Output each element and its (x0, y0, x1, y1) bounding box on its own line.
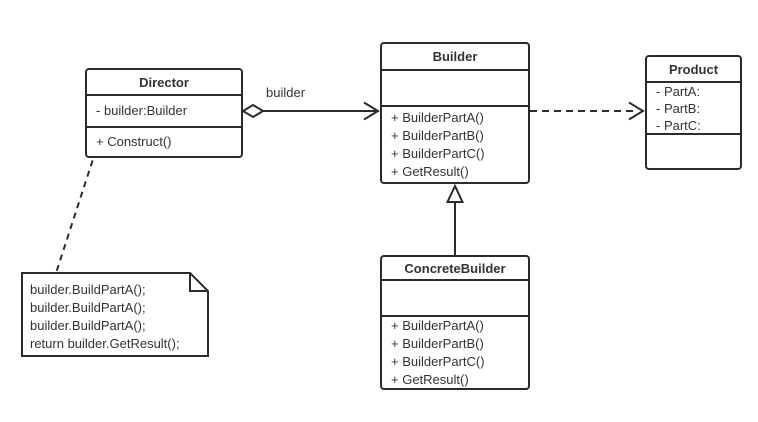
note-outline (21, 272, 209, 357)
class-methods: + BuilderPartA() + BuilderPartB() + Buil… (382, 315, 528, 388)
edge-note-director-anchor (55, 149, 97, 274)
class-member: + Construct() (96, 134, 172, 149)
class-title: Director (139, 74, 189, 90)
note-line: builder.BuildPartA(); (30, 318, 146, 333)
class-member: - PartC: (656, 117, 701, 133)
class-member: - PartA: (656, 83, 701, 99)
open-arrowhead-icon (363, 101, 380, 121)
note-text: builder.BuildPartA(); builder.BuildPartA… (30, 281, 180, 353)
note-folded-corner-icon (189, 273, 208, 292)
class-member: + GetResult() (391, 371, 469, 387)
class-member: + BuilderPartB() (391, 127, 484, 143)
class-attributes (382, 279, 528, 315)
note-line: builder.BuildPartA(); (30, 300, 146, 315)
edge-director-builder-aggregation (241, 101, 380, 121)
edge-concretebuilder-builder-generalization (445, 183, 465, 255)
hollow-triangle-arrowhead-icon (445, 183, 465, 203)
note-shape (21, 272, 209, 357)
class-attributes (382, 69, 528, 105)
class-member: + BuilderPartA() (391, 109, 484, 125)
edge-builder-product-dependency (530, 101, 645, 121)
class-member: + BuilderPartB() (391, 335, 484, 351)
class-member: + GetResult() (391, 163, 469, 179)
note-line: builder.BuildPartA(); (30, 282, 146, 297)
class-member: + BuilderPartC() (391, 145, 485, 161)
class-title: Builder (432, 49, 478, 64)
class-member: - builder:Builder (96, 103, 188, 118)
class-concrete-builder: ConcreteBuilder + BuilderPartA() + Build… (380, 255, 530, 390)
class-member: + BuilderPartA() (391, 317, 484, 333)
open-arrowhead-icon (628, 101, 645, 121)
aggregation-diamond-icon (241, 103, 265, 119)
class-methods: + Construct() (87, 126, 241, 156)
class-attributes: - builder:Builder (87, 94, 241, 126)
class-product: Product - PartA: - PartB: - PartC: (645, 55, 742, 170)
class-title: ConcreteBuilder (404, 260, 506, 276)
class-methods: + BuilderPartA() + BuilderPartB() + Buil… (382, 105, 528, 182)
class-director: Director - builder:Builder + Construct() (85, 68, 243, 158)
class-member: - PartB: (656, 100, 701, 116)
aggregation-edge-label: builder (266, 85, 306, 100)
class-builder: Builder + BuilderPartA() + BuilderPartB(… (380, 42, 530, 184)
note-line: return builder.GetResult(); (30, 336, 180, 351)
class-member: + BuilderPartC() (391, 353, 485, 369)
class-methods (647, 133, 740, 168)
class-attributes: - PartA: - PartB: - PartC: (647, 81, 740, 133)
class-title: Product (668, 61, 719, 77)
